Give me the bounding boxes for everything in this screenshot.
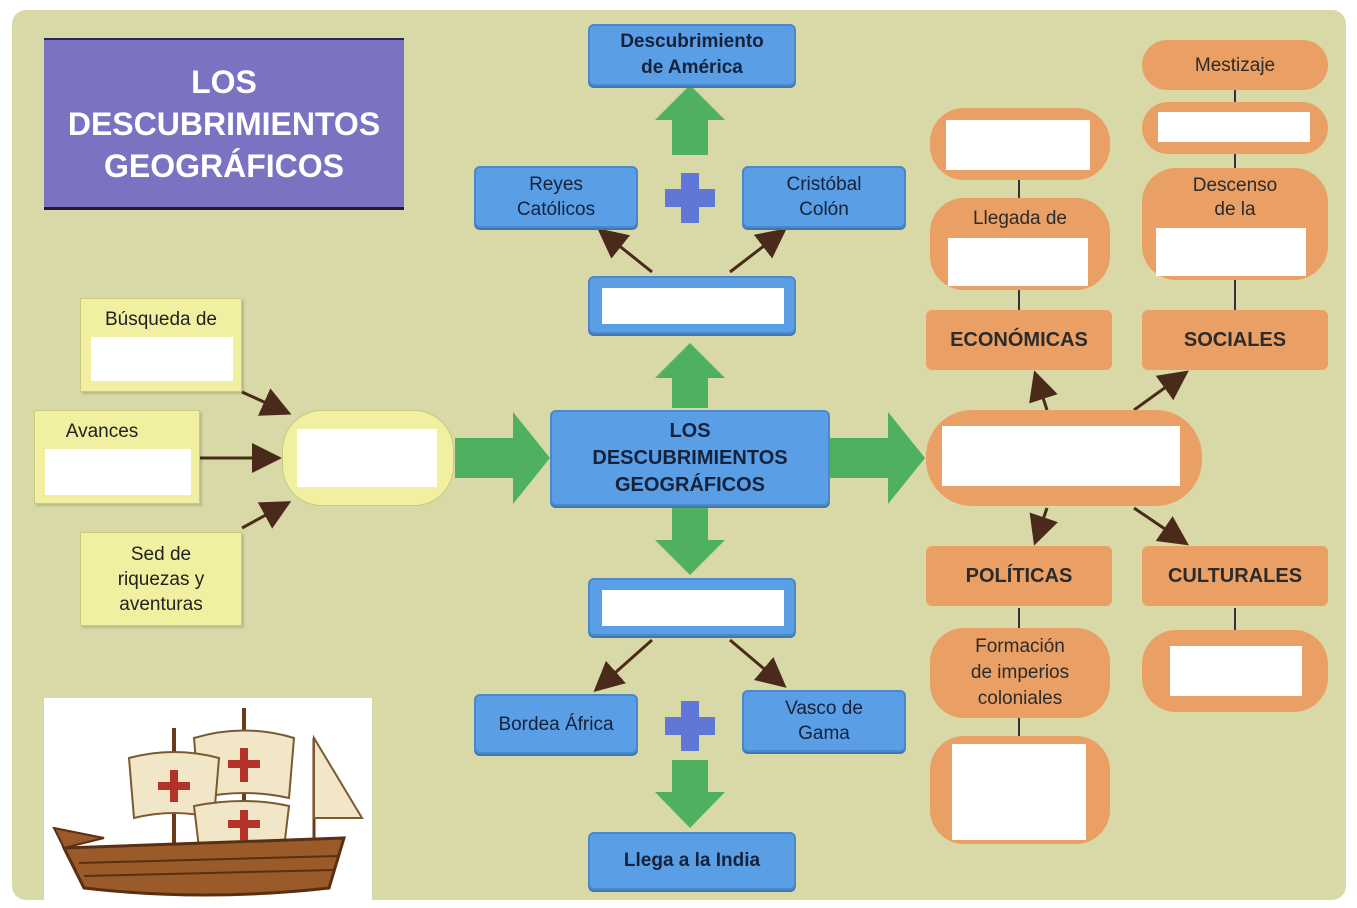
economicas-sub-2: Llegada de — [930, 198, 1110, 290]
arrow-to-politicas — [1029, 507, 1058, 546]
answer-field-portugal[interactable] — [602, 590, 784, 626]
title-box: LOS DESCUBRIMIENTOS GEOGRÁFICOS — [44, 38, 404, 210]
descenso-label: Descenso de la — [1192, 175, 1278, 220]
culturales-box: CULTURALES — [1142, 546, 1328, 606]
cause-sed: Sed de riquezas y aventuras — [80, 532, 242, 626]
economicas-sub-1 — [930, 108, 1110, 180]
answer-field-causas[interactable] — [297, 429, 437, 487]
plus-icon-top — [665, 173, 715, 223]
answer-field-sociales-1[interactable] — [1158, 112, 1310, 142]
mestizaje-box: Mestizaje — [1142, 40, 1328, 90]
arrow-to-colon — [729, 228, 787, 274]
causes-pill — [282, 410, 454, 506]
plus-icon-bottom — [665, 701, 715, 751]
arrow-sed — [241, 501, 292, 530]
answer-field-protagonista[interactable] — [602, 288, 784, 324]
blank-upper-blue — [588, 276, 796, 334]
arrow-to-sociales — [1133, 370, 1189, 412]
cause-busqueda-label: Búsqueda de — [105, 309, 217, 330]
descubrimiento-america-box: Descubrimiento de América — [588, 24, 796, 86]
blank-lower-blue — [588, 578, 796, 636]
bordea-africa-box: Bordea África — [474, 694, 638, 754]
sociales-sub-2 — [1142, 102, 1328, 154]
cause-avances: Avances — [34, 410, 200, 504]
answer-field-culturales[interactable] — [1170, 646, 1302, 696]
arrow-to-vasco — [729, 638, 787, 688]
arrow-busqueda — [241, 388, 292, 416]
arrow-to-economicas — [1029, 370, 1058, 411]
answer-field-politicas[interactable] — [952, 744, 1086, 840]
vasco-gama-box: Vasco de Gama — [742, 690, 906, 752]
arrow-to-reyes — [597, 228, 653, 274]
green-arrow-up-top — [655, 85, 725, 155]
ship-illustration — [44, 698, 372, 902]
consequences-pill — [926, 410, 1202, 506]
reyes-catolicos-box: Reyes Católicos — [474, 166, 638, 228]
green-arrow-right-right — [830, 412, 925, 504]
politicas-box: POLÍTICAS — [926, 546, 1112, 606]
answer-field-consecuencias[interactable] — [942, 426, 1180, 486]
answer-field-economicas-1[interactable] — [946, 120, 1090, 170]
cristobal-colon-box: Cristóbal Colón — [742, 166, 906, 228]
politicas-sub-2 — [930, 736, 1110, 844]
green-arrow-right-left — [455, 412, 550, 504]
llegada-label: Llegada de — [972, 208, 1068, 229]
cause-busqueda: Búsqueda de — [80, 298, 242, 392]
answer-field-avances[interactable] — [45, 449, 191, 495]
arrow-to-culturales — [1133, 506, 1189, 546]
sociales-sub-3: Descenso de la — [1142, 168, 1328, 280]
culturales-sub-1 — [1142, 630, 1328, 712]
green-arrow-down-mid — [655, 507, 725, 575]
answer-field-busqueda[interactable] — [91, 337, 233, 381]
cause-avances-label: Avances — [65, 421, 139, 442]
answer-field-descenso[interactable] — [1156, 228, 1306, 276]
formacion-imperios-box: Formación de imperios coloniales — [930, 628, 1110, 718]
center-node: LOS DESCUBRIMIENTOS GEOGRÁFICOS — [550, 410, 830, 506]
answer-field-llegada[interactable] — [948, 238, 1088, 286]
green-arrow-up-mid — [655, 343, 725, 408]
llega-india-box: Llega a la India — [588, 832, 796, 890]
green-arrow-down-bottom — [655, 760, 725, 828]
sociales-box: SOCIALES — [1142, 310, 1328, 370]
economicas-box: ECONÓMICAS — [926, 310, 1112, 370]
arrow-to-bordea — [593, 638, 653, 692]
